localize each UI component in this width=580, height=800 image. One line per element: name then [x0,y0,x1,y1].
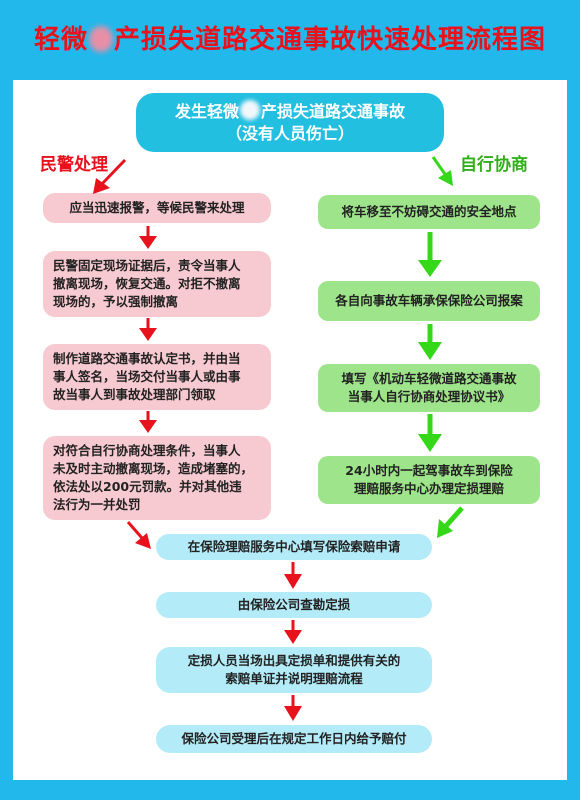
title-part-2: 产损失道路交通事故快速处理流程图 [114,25,547,55]
police-step-3-line-2: 事人签名，当场交付当事人或由事 [53,369,241,384]
police-step-4-line-4: 法行为一并处罚 [53,497,141,512]
self-step-4-line-1: 24小时内一起驾事故车到保险 [345,463,513,478]
police-step-4-line-3: 依法处以200元罚款。并对其他违 [53,479,242,494]
frame-bottom [0,780,580,800]
frame-left [0,80,13,780]
self-step-3-line-2: 当事人自行协商处理协议书》 [347,389,511,404]
final-step-2: 由保险公司查勘定损 [156,592,432,618]
final-step-1-line-1: 在保险理赔服务中心填写保险索赔申请 [187,539,401,554]
self-step-4: 24小时内一起驾事故车到保险 理赔服务中心办理定损理赔 [318,456,540,504]
arrow-green-down-2 [418,324,442,360]
start-line-1-part-1: 发生轻微 [174,102,239,121]
police-step-1: 应当迅速报警，等候民警来处理 [43,193,271,223]
arrow-green-diagonal [431,156,453,186]
police-step-2-line-1: 民警固定现场证据后，责令当事人 [53,258,241,273]
blurred-character [89,26,113,52]
arrow-green-down-1 [418,232,442,277]
self-step-2: 各自向事故车辆承保保险公司报案 [318,281,540,321]
police-step-3-line-3: 故当事人到事故处理部门领取 [53,387,216,402]
police-step-2: 民警固定现场证据后，责令当事人 撤离现场，恢复交通。对拒不撤离 现场的，予以强制… [43,251,271,317]
final-step-3-line-1: 定损人员当场出具定损单和提供有关的 [187,653,401,668]
arrow-red-final-1 [284,562,302,589]
arrow-red-down-1 [139,226,157,249]
title-part-1: 轻微 [33,25,88,55]
self-step-1-line-1: 将车移至不妨碍交通的安全地点 [341,204,517,219]
arrow-red-down-2 [139,318,157,341]
self-step-2-line-1: 各自向事故车辆承保保险公司报案 [335,293,523,308]
police-step-2-line-2: 撤离现场，恢复交通。对拒不撤离 [53,276,241,291]
police-step-4-line-2: 未及时主动撤离现场，造成堵塞的， [53,461,254,476]
final-step-4-line-1: 保险公司受理后在规定工作日内给予赔付 [181,731,407,746]
arrow-green-merge [437,506,464,538]
arrow-red-final-2 [284,620,302,644]
arrow-red-merge [126,521,151,549]
self-step-1: 将车移至不妨碍交通的安全地点 [318,195,540,229]
police-step-2-line-3: 现场的，予以强制撤离 [53,294,179,309]
arrow-green-down-3 [418,414,442,452]
self-step-3: 填写《机动车轻微道路交通事故 当事人自行协商处理协议书》 [318,364,540,412]
final-step-3: 定损人员当场出具定损单和提供有关的 索赔单证并说明理赔流程 [156,647,432,693]
frame-right [567,80,580,780]
self-step-4-line-2: 理赔服务中心办理定损理赔 [353,481,504,496]
start-line-1: 发生轻微 产损失道路交通事故 [175,100,405,123]
blurred-character [240,100,260,120]
police-step-1-line-1: 应当迅速报警，等候民警来处理 [69,200,245,215]
arrow-red-final-3 [284,695,302,721]
final-step-1: 在保险理赔服务中心填写保险索赔申请 [156,534,432,560]
final-step-2-line-1: 由保险公司查勘定损 [237,597,351,612]
start-box: 发生轻微 产损失道路交通事故 （没有人员伤亡） [136,93,444,152]
branch-label-self: 自行协商 [460,155,528,175]
final-step-3-line-2: 索赔单证并说明理赔流程 [225,671,363,686]
branch-label-police: 民警处理 [40,155,108,175]
poster-title: 轻微产损失道路交通事故快速处理流程图 [0,22,580,58]
police-step-3-line-1: 制作道路交通事故认定书，并由当 [53,351,241,366]
start-line-1-part-2: 产损失道路交通事故 [261,102,406,121]
police-step-3: 制作道路交通事故认定书，并由当 事人签名，当场交付当事人或由事 故当事人到事故处… [43,344,271,410]
police-step-4: 对符合自行协商处理条件，当事人 未及时主动撤离现场，造成堵塞的， 依法处以200… [43,436,271,520]
arrow-red-down-3 [139,411,157,433]
police-step-4-line-1: 对符合自行协商处理条件，当事人 [53,443,241,458]
self-step-3-line-1: 填写《机动车轻微道路交通事故 [341,371,517,386]
final-step-4: 保险公司受理后在规定工作日内给予赔付 [156,725,432,753]
arrow-red-diagonal [93,158,127,194]
start-line-2: （没有人员伤亡） [225,124,354,143]
